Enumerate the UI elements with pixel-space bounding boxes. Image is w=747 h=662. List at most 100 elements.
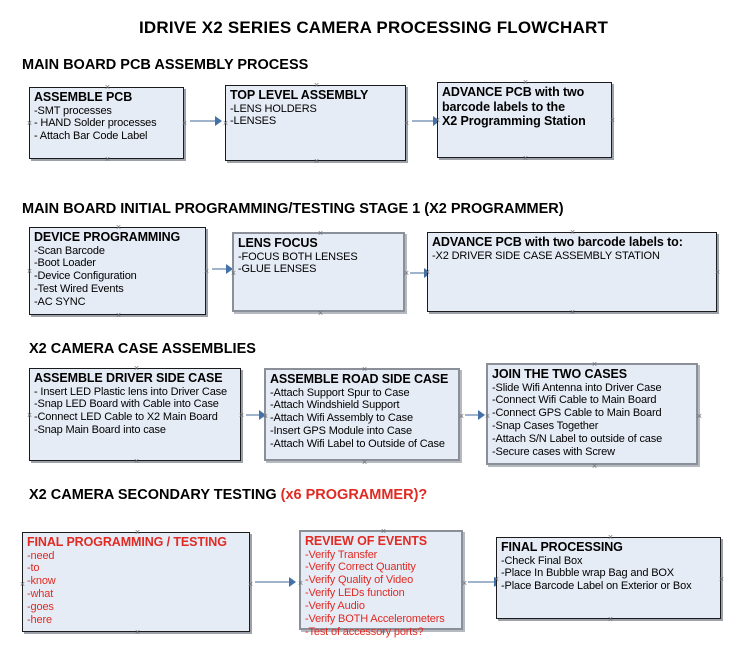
connection-handle-bottom xyxy=(522,155,529,162)
node-line: -Place In Bubble wrap Bag and BOX xyxy=(501,567,674,580)
node-review-of-events[interactable]: REVIEW OF EVENTS -Verify Transfer -Verif… xyxy=(297,530,463,638)
node-line: -need xyxy=(27,549,55,562)
node-lens-focus[interactable]: LENS FOCUS -FOCUS BOTH LENSES -GLUE LENS… xyxy=(232,232,405,312)
node-line: -Connect Wifi Cable to Main Board xyxy=(492,394,657,407)
connection-handle-bottom xyxy=(361,459,368,466)
connection-handle-left xyxy=(19,581,26,588)
connection-handle-right xyxy=(714,269,721,276)
node-line: -to xyxy=(27,562,40,575)
connection-handle-right xyxy=(403,120,410,127)
connection-handle-right xyxy=(203,268,210,275)
node-final-processing[interactable]: FINAL PROCESSING -Check Final Box -Place… xyxy=(496,537,721,619)
connection-handle-right xyxy=(609,117,616,124)
connection-handle-right xyxy=(718,576,725,583)
node-line: -Connect GPS Cable to Main Board xyxy=(492,407,662,420)
node-line: -Boot Loader xyxy=(34,257,96,270)
section-heading-4-main: X2 CAMERA SECONDARY TESTING xyxy=(29,487,281,503)
node-line: -Verify BOTH Accelerometers xyxy=(305,612,445,625)
node-line: - Attach Bar Code Label xyxy=(34,130,148,143)
arrowhead-4a xyxy=(289,577,296,587)
connection-handle-right xyxy=(696,413,703,420)
node-title: FINAL PROCESSING xyxy=(501,540,623,554)
node-line: X2 Programming Station xyxy=(442,114,586,129)
node-assemble-driver-side-case[interactable]: ASSEMBLE DRIVER SIDE CASE - Insert LED P… xyxy=(29,368,241,461)
node-advance-pcb-programming[interactable]: ADVANCE PCB with two barcode labels to t… xyxy=(437,82,612,158)
node-title: FINAL PROGRAMMING / TESTING xyxy=(27,535,227,549)
connection-handle-bottom xyxy=(133,458,140,465)
connection-handle-left xyxy=(297,580,304,587)
node-assemble-road-side-case[interactable]: ASSEMBLE ROAD SIDE CASE -Attach Support … xyxy=(264,368,460,461)
node-title: ASSEMBLE ROAD SIDE CASE xyxy=(270,372,449,386)
node-line: -Verify Transfer xyxy=(305,548,378,561)
node-line: -Attach Support Spur to Case xyxy=(270,386,410,399)
section-heading-4: X2 CAMERA SECONDARY TESTING (x6 PROGRAMM… xyxy=(29,487,427,503)
connector-3b xyxy=(465,414,481,416)
connection-handle-right xyxy=(458,413,465,420)
connector-1b xyxy=(412,120,436,122)
node-title: LENS FOCUS xyxy=(238,236,318,250)
node-line: -Connect LED Cable to X2 Main Board xyxy=(34,411,218,424)
node-line: -Place Barcode Label on Exterior or Box xyxy=(501,580,692,593)
node-line: -Attach Wifi Assembly to Case xyxy=(270,412,413,425)
node-line: -Device Configuration xyxy=(34,270,137,283)
node-line-overflow: -Test of accessory ports? xyxy=(305,625,424,638)
node-title: REVIEW OF EVENTS xyxy=(305,534,428,548)
node-line: - HAND Solder processes xyxy=(34,117,157,130)
connection-handle-right xyxy=(461,580,468,587)
connection-handle-bottom xyxy=(317,310,324,317)
arrowhead-1a xyxy=(215,116,222,126)
node-line: -know xyxy=(27,575,56,588)
node-line: -Verify Correct Quantity xyxy=(305,561,416,574)
arrowhead-3a xyxy=(259,410,266,420)
node-line: -Test Wired Events xyxy=(34,283,124,296)
connection-handle-bottom xyxy=(134,629,141,636)
section-heading-1: MAIN BOARD PCB ASSEMBLY PROCESS xyxy=(22,57,309,73)
node-line: -Snap Main Board into case xyxy=(34,424,166,437)
arrowhead-3b xyxy=(478,410,485,420)
node-line: -Snap Cases Together xyxy=(492,420,599,433)
node-line: -Attach Wifi Label to Outside of Case xyxy=(270,438,445,451)
section-heading-4-accent: (x6 PROGRAMMER)? xyxy=(280,487,428,503)
node-line: barcode labels to the xyxy=(442,99,565,114)
node-line: -GLUE LENSES xyxy=(238,263,317,276)
connection-handle-bottom xyxy=(569,309,576,316)
connection-handle-bottom xyxy=(591,463,598,470)
node-line: -Attach Windshield Support xyxy=(270,399,400,412)
node-final-programming-testing[interactable]: FINAL PROGRAMMING / TESTING -need -to -k… xyxy=(22,532,250,632)
node-line: -Snap LED Board with Cable into Case xyxy=(34,398,219,411)
node-title: ADVANCE PCB with two xyxy=(442,85,585,99)
connection-handle-right xyxy=(238,412,245,419)
node-title: TOP LEVEL ASSEMBLY xyxy=(230,88,369,102)
node-line: -Attach S/N Label to outside of case xyxy=(492,433,663,446)
arrowhead-1b xyxy=(433,116,440,126)
connection-handle-left xyxy=(26,412,33,419)
connection-handle-right xyxy=(403,270,410,277)
connection-handle-bottom xyxy=(313,158,320,165)
connection-handle-left xyxy=(262,413,269,420)
connector-2a xyxy=(212,268,230,270)
connection-handle-right xyxy=(247,581,254,588)
node-device-programming[interactable]: DEVICE PROGRAMMING -Scan Barcode -Boot L… xyxy=(29,227,206,315)
node-assemble-pcb[interactable]: ASSEMBLE PCB -SMT processes - HAND Solde… xyxy=(29,87,184,159)
connector-1a xyxy=(190,120,217,122)
node-title: JOIN THE TWO CASES xyxy=(492,367,628,381)
node-title: ASSEMBLE PCB xyxy=(34,90,133,104)
node-title: ADVANCE PCB with two barcode labels to: xyxy=(432,235,683,249)
node-advance-pcb-driver-case[interactable]: ADVANCE PCB with two barcode labels to: … xyxy=(427,232,717,312)
connection-handle-left xyxy=(222,120,229,127)
connection-handle-bottom xyxy=(104,156,111,163)
node-line: -Check Final Box xyxy=(501,554,583,567)
connector-4a xyxy=(255,581,291,583)
connection-handle-right xyxy=(181,120,188,127)
node-line: -SMT processes xyxy=(34,104,112,117)
node-line: -Verify Quality of Video xyxy=(305,574,414,587)
node-line: -what xyxy=(27,588,54,601)
connection-handle-bottom xyxy=(115,312,122,319)
node-line: - Insert LED Plastic lens into Driver Ca… xyxy=(34,385,227,398)
node-join-the-two-cases[interactable]: JOIN THE TWO CASES -Slide Wifi Antenna i… xyxy=(486,363,698,465)
node-line: -LENSES xyxy=(230,115,277,128)
node-line: -goes xyxy=(27,601,54,614)
node-top-level-assembly[interactable]: TOP LEVEL ASSEMBLY -LENS HOLDERS -LENSES xyxy=(225,85,406,161)
node-line: -FOCUS BOTH LENSES xyxy=(238,250,358,263)
